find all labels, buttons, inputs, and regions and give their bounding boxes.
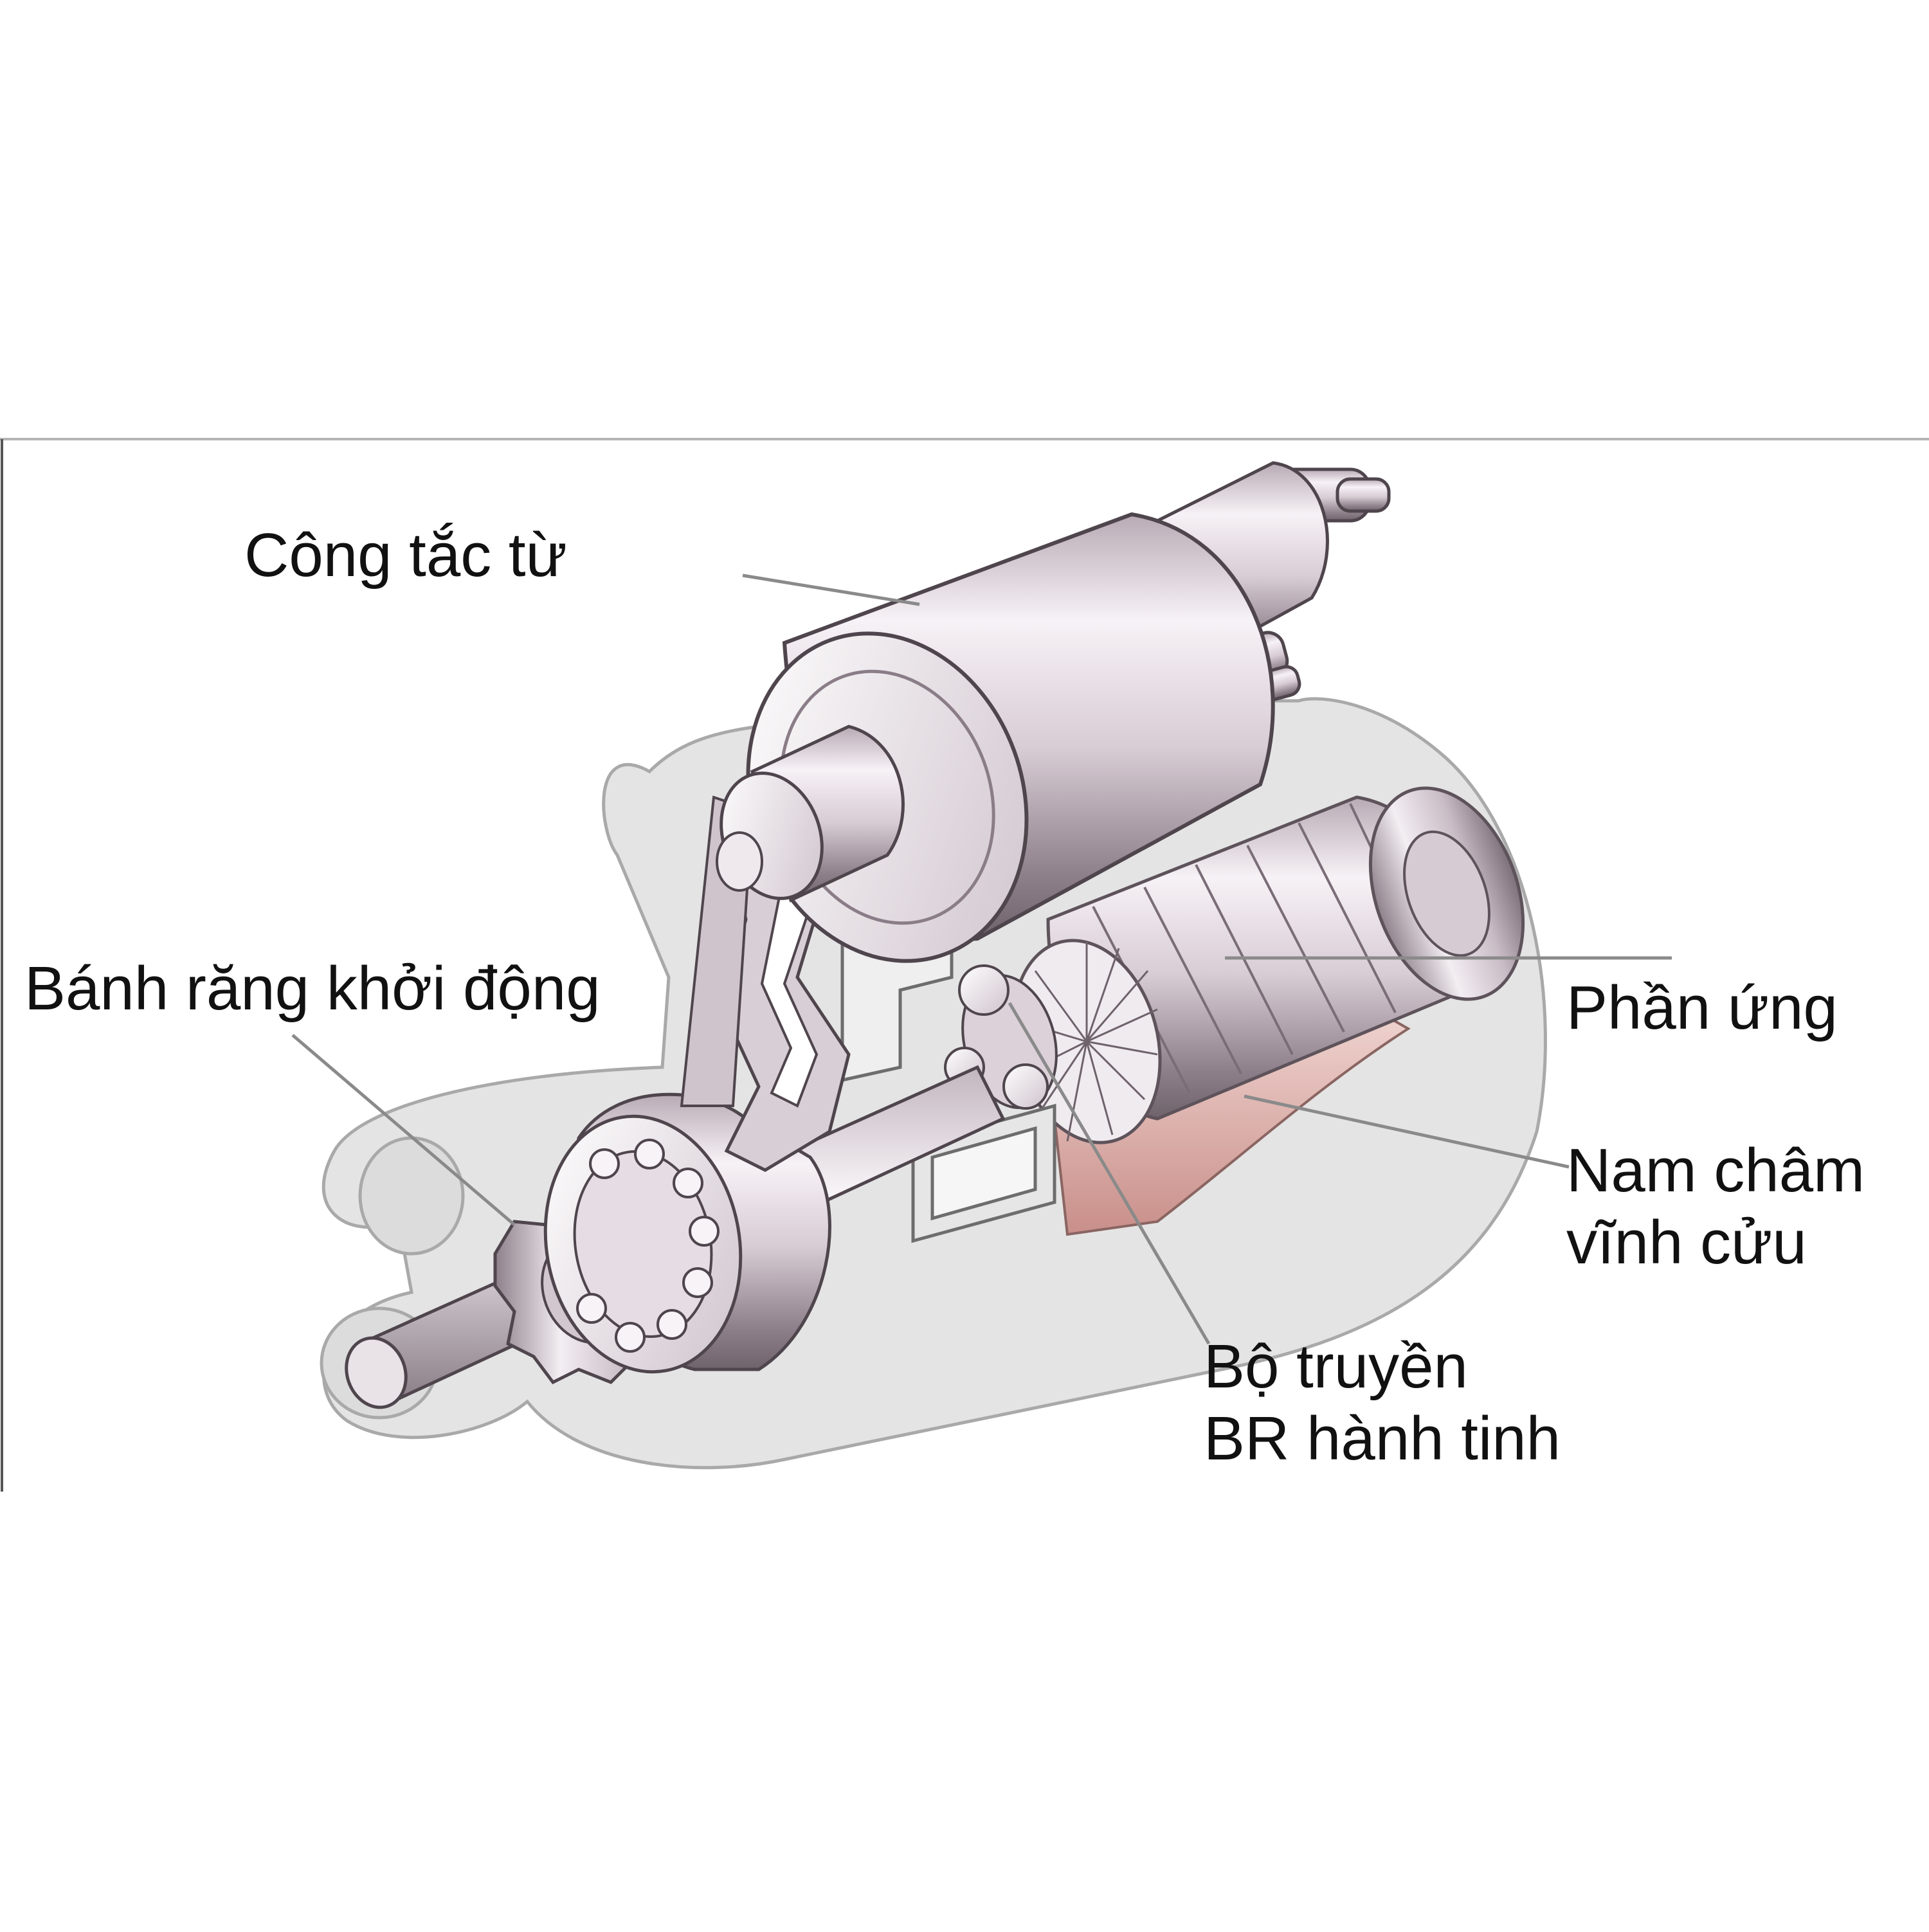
label-planetary-gear: Bộ truyền BR hành tinh — [1204, 1331, 1561, 1475]
label-magnetic-switch-text: Công tắc từ — [244, 521, 567, 590]
leader-line-magnet — [1244, 1094, 1570, 1169]
frame-lines — [0, 438, 1929, 1492]
planetary-gear-set — [944, 964, 1058, 1110]
leader-line-gear — [1008, 1002, 1211, 1345]
label-armature: Phần ứng — [1566, 972, 1838, 1044]
magnetic-switch — [716, 461, 1391, 963]
label-magnetic-switch: Công tắc từ — [244, 519, 567, 591]
label-planetary-gear-line2: BR hành tinh — [1204, 1404, 1561, 1473]
label-permanent-magnet-line2: vĩnh cửu — [1566, 1208, 1807, 1277]
label-pinion-gear: Bánh răng khởi động — [24, 953, 601, 1025]
label-planetary-gear-line1: Bộ truyền — [1204, 1332, 1468, 1401]
label-permanent-magnet: Nam châm vĩnh cửu — [1566, 1135, 1865, 1279]
leader-line-pinion — [291, 1034, 516, 1226]
leader-lines — [291, 573, 1672, 1345]
label-permanent-magnet-line1: Nam châm — [1566, 1136, 1865, 1205]
label-pinion-gear-text: Bánh răng khởi động — [24, 954, 601, 1023]
leader-line-solenoid — [742, 573, 920, 606]
label-armature-text: Phần ứng — [1566, 973, 1838, 1042]
